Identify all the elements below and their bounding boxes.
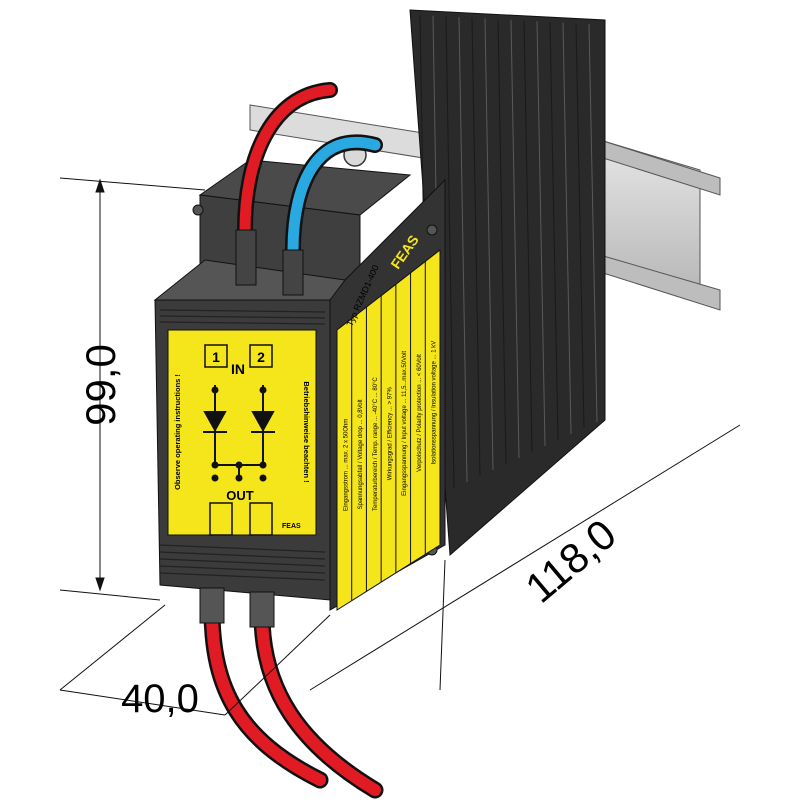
heatsink-fin <box>497 19 507 465</box>
depth-dimension: 118,0 <box>517 510 625 612</box>
heatsink-fin <box>588 24 598 423</box>
heatsink-fin <box>536 21 546 447</box>
wire-sleeve <box>199 587 225 624</box>
wire-sleeve <box>235 229 257 286</box>
input-label: IN <box>231 361 245 377</box>
red-output-wire <box>256 609 381 796</box>
wire-sleeve <box>249 591 275 628</box>
heatsink-fin <box>575 23 585 429</box>
red-input-wire <box>239 84 336 236</box>
side-label: Eingangsstrom ... max. 2 x 50Ohm Spannung… <box>336 232 441 611</box>
output-label: OUT <box>226 488 254 503</box>
front-logo: FEAS <box>282 523 301 530</box>
width-dimension: 40,0 <box>121 677 199 721</box>
heatsink-fin <box>549 21 559 441</box>
spec-strip-text: Eingangsspannung / Input voltage ... 11,… <box>402 351 408 496</box>
wires <box>199 82 384 799</box>
spec-strip-text: Eingangsstrom ... max. 2 x 50Ohm <box>343 419 349 511</box>
dimension-lines <box>59 177 741 716</box>
spec-strip-text: Spannungsabfall / Voltage drop ... 0,8Vo… <box>358 399 364 509</box>
heatsink-fin <box>445 16 455 489</box>
spec-strip-text: Isolationsspannung / Insulation voltage … <box>432 341 438 465</box>
blue-input-wire <box>287 136 381 256</box>
heatsink-fin <box>562 22 572 435</box>
heatsink-fin <box>523 20 533 453</box>
wire-sleeve <box>282 249 304 296</box>
heatsink-fin <box>510 19 520 459</box>
red-output-wire <box>206 604 326 786</box>
height-dimension: 99,0 <box>77 344 124 426</box>
input-2-label: 2 <box>257 349 265 365</box>
warning-de-text: Betriebshinweise beachten ! <box>302 381 311 482</box>
spec-strip-text: Verpolschutz / Polarity protection ... <… <box>417 354 423 472</box>
heatsink-fin <box>484 18 494 471</box>
front-label: 1 IN 2 OUT Observe operating instruct <box>167 329 317 536</box>
input-1-label: 1 <box>212 349 220 365</box>
heatsink-fin <box>471 17 481 477</box>
warning-en-text: Observe operating instructions ! <box>173 374 182 490</box>
heatsink-fin <box>458 17 468 483</box>
spec-strip-text: Temperaturbereich / Temp. range ... -40°… <box>373 377 379 511</box>
spec-strip-text: Wirkungsgrad / Efficiency ... > 97% <box>388 387 394 481</box>
